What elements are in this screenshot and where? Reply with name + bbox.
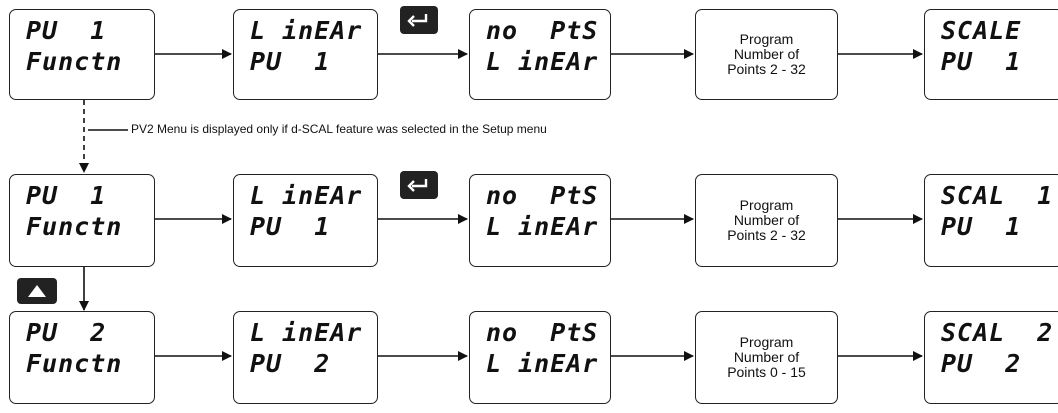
enter-key-icon	[400, 6, 438, 34]
pv2-note: PV2 Menu is displayed only if d-SCAL fea…	[131, 122, 547, 136]
program-line3: Points 2 - 32	[727, 227, 806, 243]
display-line1: no PtS	[486, 318, 599, 347]
program-box-row2: Program Number of Points 2 - 32	[695, 174, 838, 267]
display-line2: PU 1	[250, 212, 331, 241]
func-display-row2: PU 1 Functn	[9, 174, 155, 267]
display-line2: L inEAr	[486, 212, 599, 241]
display-line2: PU 1	[941, 47, 1022, 76]
linear-display-row3: L inEAr PU 2	[233, 311, 378, 404]
display-line1: PU 1	[26, 16, 107, 45]
program-line3: Points 0 - 15	[727, 364, 806, 380]
nopts-display-row3: no PtS L inEAr	[469, 311, 611, 404]
display-line2: Functn	[26, 47, 123, 76]
scale-display-row2: SCAL 1 PU 1	[924, 174, 1058, 267]
display-line1: SCALE	[941, 16, 1022, 45]
display-line2: L inEAr	[486, 47, 599, 76]
display-line1: no PtS	[486, 181, 599, 210]
program-line1: Program	[739, 334, 794, 350]
program-line2: Number of	[733, 349, 800, 365]
nopts-display-row2: no PtS L inEAr	[469, 174, 611, 267]
display-line2: L inEAr	[486, 349, 599, 378]
display-line1: SCAL 2	[941, 318, 1054, 347]
display-line2: PU 2	[941, 349, 1022, 378]
scale-display-row1: SCALE PU 1	[924, 9, 1058, 100]
func-display-row1: PU 1 Functn	[9, 9, 155, 100]
display-line1: PU 1	[26, 181, 107, 210]
display-line2: PU 1	[941, 212, 1022, 241]
display-line1: L inEAr	[250, 318, 363, 347]
program-line2: Number of	[733, 46, 800, 62]
display-line1: PU 2	[26, 318, 107, 347]
enter-key-icon	[400, 171, 438, 199]
display-line2: PU 2	[250, 349, 331, 378]
program-line1: Program	[739, 31, 794, 47]
display-line2: PU 1	[250, 47, 331, 76]
nopts-display-row1: no PtS L inEAr	[469, 9, 611, 100]
program-line2: Number of	[733, 212, 800, 228]
linear-display-row1: L inEAr PU 1	[233, 9, 378, 100]
up-arrow-key-icon	[17, 278, 57, 304]
display-line1: no PtS	[486, 16, 599, 45]
program-box-row3: Program Number of Points 0 - 15	[695, 311, 838, 404]
scale-display-row3: SCAL 2 PU 2	[924, 311, 1058, 404]
display-line2: Functn	[26, 349, 123, 378]
linear-display-row2: L inEAr PU 1	[233, 174, 378, 267]
display-line1: L inEAr	[250, 181, 363, 210]
program-box-row1: Program Number of Points 2 - 32	[695, 9, 838, 100]
display-line1: L inEAr	[250, 16, 363, 45]
func-display-row3: PU 2 Functn	[9, 311, 155, 404]
display-line1: SCAL 1	[941, 181, 1054, 210]
program-line3: Points 2 - 32	[727, 61, 806, 77]
program-line1: Program	[739, 197, 794, 213]
display-line2: Functn	[26, 212, 123, 241]
